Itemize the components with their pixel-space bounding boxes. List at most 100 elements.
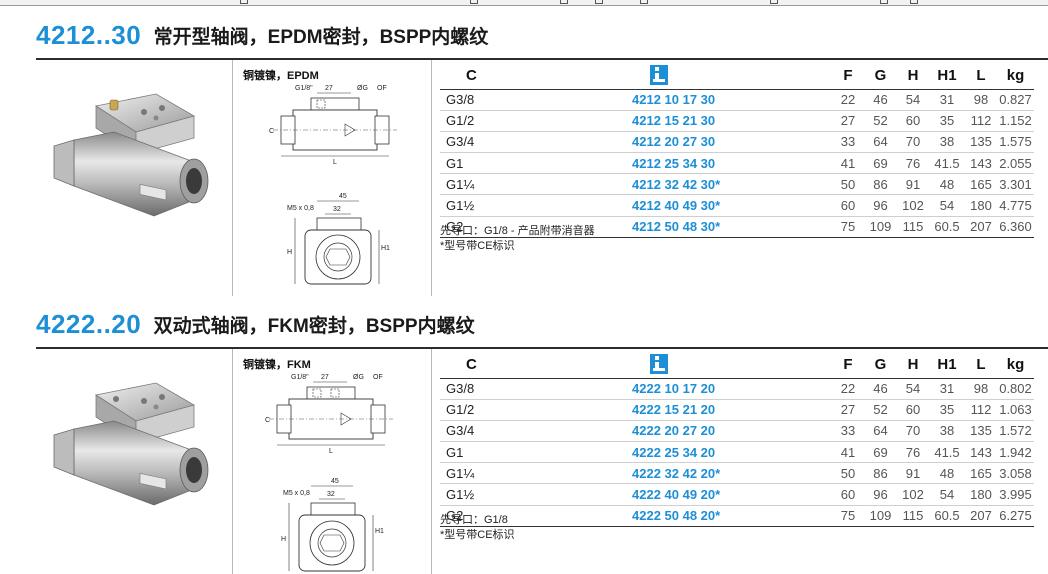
cell-g: 109 xyxy=(864,505,897,527)
cell-g: 69 xyxy=(864,152,897,175)
cell-h1: 38 xyxy=(929,420,965,443)
cell-kg: 3.995 xyxy=(997,483,1034,506)
col-header-code xyxy=(532,62,832,90)
product-photo-panel xyxy=(36,349,232,574)
material-label: 铜镀镍，EPDM xyxy=(243,70,319,82)
section-name: 常开型轴阀，EPDM密封，BSPP内螺纹 xyxy=(153,27,489,48)
material-label: 铜镀镍，FKM xyxy=(243,359,311,371)
section-notes: 先导口：G1/8 *型号带CE标识 xyxy=(440,513,515,543)
spec-table: C F G H H1 L kg xyxy=(440,351,1034,527)
cell-g: 69 xyxy=(864,441,897,464)
cell-l: 165 xyxy=(965,173,997,196)
dimension-drawing: G1/8" 27 ØG OF C L 45 32 M5 x 0,8 xyxy=(269,85,397,285)
cell-f: 50 xyxy=(832,173,864,196)
cell-g: 52 xyxy=(864,399,897,421)
dim-h-label: H xyxy=(287,249,292,256)
cell-h1: 48 xyxy=(929,462,965,485)
cell-product-code[interactable]: 4222 40 49 20* xyxy=(532,483,832,506)
spec-table: C F G H H1 L kg xyxy=(440,62,1034,238)
cell-f: 33 xyxy=(832,131,864,154)
col-header-c: C xyxy=(440,351,532,379)
dim-of-label: OF xyxy=(373,374,383,381)
cell-product-code[interactable]: 4222 20 27 20 xyxy=(532,420,832,443)
cell-g: 64 xyxy=(864,420,897,443)
dim-l-label: L xyxy=(329,448,333,455)
cell-l: 180 xyxy=(965,483,997,506)
dim-32-label: 32 xyxy=(333,206,341,213)
cell-g: 52 xyxy=(864,110,897,132)
cell-h: 115 xyxy=(897,505,929,527)
cell-product-code[interactable]: 4212 10 17 30 xyxy=(532,89,832,111)
dim-27-label: 27 xyxy=(321,374,329,381)
col-header-g: G xyxy=(864,351,897,379)
cell-product-code[interactable]: 4222 25 34 20 xyxy=(532,441,832,464)
cell-product-code[interactable]: 4212 20 27 30 xyxy=(532,131,832,154)
cell-g: 96 xyxy=(864,194,897,217)
cell-h: 60 xyxy=(897,110,929,132)
dim-32-label: 32 xyxy=(327,491,335,498)
cell-l: 112 xyxy=(965,399,997,421)
dim-h1-label: H1 xyxy=(375,528,384,535)
dim-port-label: G1/8" xyxy=(291,374,309,381)
note-pilot-port: 先导口：G1/8 xyxy=(440,514,508,526)
valve-photo xyxy=(53,382,209,506)
cell-kg: 1.152 xyxy=(997,110,1034,132)
cell-thread: G1½ xyxy=(440,194,532,217)
cell-h: 115 xyxy=(897,216,929,238)
cell-h1: 41.5 xyxy=(929,152,965,175)
col-header-kg: kg xyxy=(997,351,1034,379)
cell-l: 98 xyxy=(965,378,997,400)
cell-product-code[interactable]: 4212 25 34 30 xyxy=(532,152,832,175)
strip-mark xyxy=(910,0,918,4)
cell-product-code[interactable]: 4222 50 48 20* xyxy=(532,505,832,527)
cell-product-code[interactable]: 4212 50 48 30* xyxy=(532,216,832,238)
col-header-c: C xyxy=(440,62,532,90)
cell-l: 207 xyxy=(965,216,997,238)
dim-m5-label: M5 x 0,8 xyxy=(287,205,314,212)
col-header-kg: kg xyxy=(997,62,1034,90)
cell-thread: G3/4 xyxy=(440,420,532,443)
section-name: 双动式轴阀，FKM密封，BSPP内螺纹 xyxy=(153,316,475,337)
cell-f: 41 xyxy=(832,441,864,464)
cell-kg: 1.063 xyxy=(997,399,1034,421)
dim-c-label: C xyxy=(265,417,270,424)
cell-h: 54 xyxy=(897,89,929,111)
section-code: 4222..20 xyxy=(36,309,142,339)
cell-l: 135 xyxy=(965,131,997,154)
note-ce: *型号带CE标识 xyxy=(440,240,515,252)
cell-h: 91 xyxy=(897,462,929,485)
cell-kg: 3.058 xyxy=(997,462,1034,485)
cell-kg: 0.802 xyxy=(997,378,1034,400)
table-header-row: C F G H H1 L kg xyxy=(440,62,1034,90)
col-header-h1: H1 xyxy=(929,62,965,90)
cell-product-code[interactable]: 4212 40 49 30* xyxy=(532,194,832,217)
cell-product-code[interactable]: 4222 32 42 20* xyxy=(532,462,832,485)
dim-h-label: H xyxy=(281,536,286,543)
dim-og-label: ØG xyxy=(353,374,364,381)
cell-f: 41 xyxy=(832,152,864,175)
cell-f: 50 xyxy=(832,462,864,485)
strip-mark xyxy=(770,0,778,4)
cell-thread: G1¼ xyxy=(440,173,532,196)
cell-product-code[interactable]: 4212 15 21 30 xyxy=(532,110,832,132)
table-header-row: C F G H H1 L kg xyxy=(440,351,1034,379)
cell-product-code[interactable]: 4222 15 21 20 xyxy=(532,399,832,421)
cell-thread: G1 xyxy=(440,152,532,175)
cell-product-code[interactable]: 4212 32 42 30* xyxy=(532,173,832,196)
cell-f: 27 xyxy=(832,399,864,421)
cell-h: 102 xyxy=(897,483,929,506)
section-title: 4212..30 常开型轴阀，EPDM密封，BSPP内螺纹 xyxy=(36,20,488,54)
cell-product-code[interactable]: 4222 10 17 20 xyxy=(532,378,832,400)
cell-h: 60 xyxy=(897,399,929,421)
dim-of-label: OF xyxy=(377,85,387,92)
strip-mark xyxy=(470,0,478,4)
dim-45-label: 45 xyxy=(331,478,339,485)
cell-thread: G1/2 xyxy=(440,399,532,421)
note-ce: *型号带CE标识 xyxy=(440,529,515,541)
col-header-h: H xyxy=(897,62,929,90)
cell-l: 143 xyxy=(965,441,997,464)
cell-g: 96 xyxy=(864,483,897,506)
